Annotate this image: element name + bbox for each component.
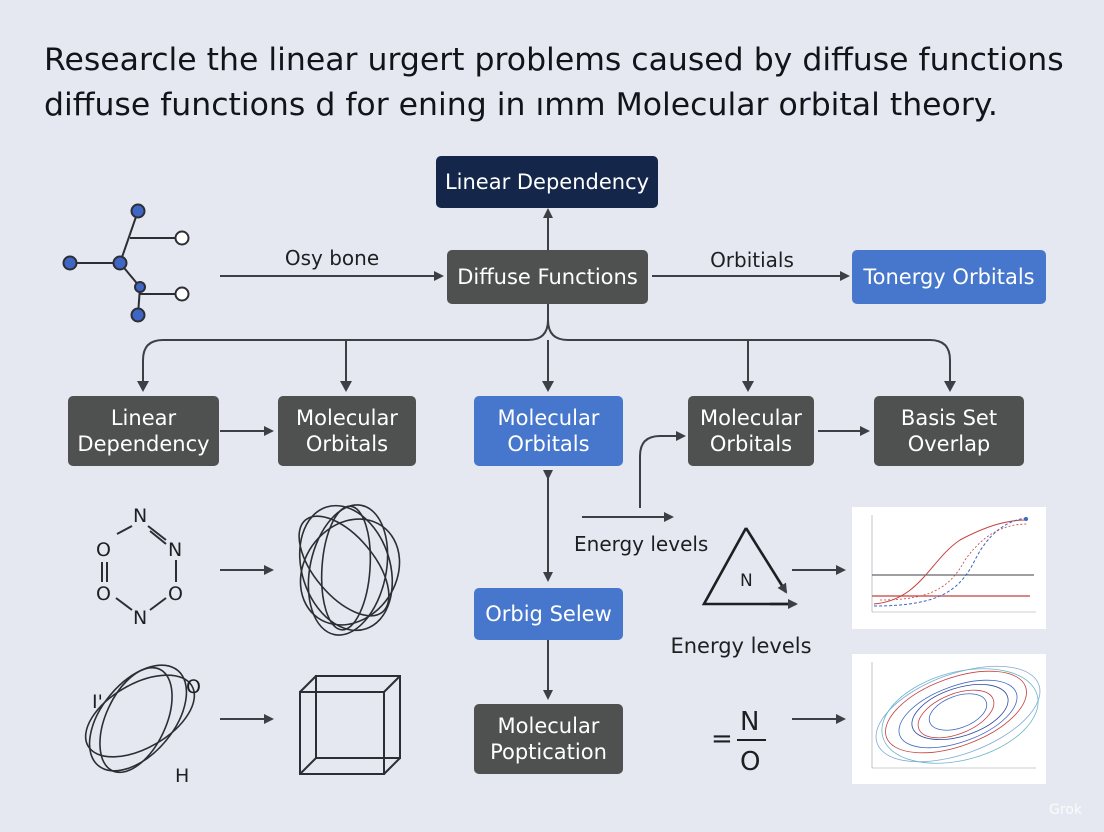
scatter-orbit-thumbnail [852, 654, 1046, 784]
line-chart-thumbnail [852, 507, 1046, 629]
node-molecular-poptication: Molecular Poptication [474, 704, 623, 774]
ellipse-atom-h: H [175, 765, 189, 787]
fraction-denominator: O [740, 747, 760, 777]
arrowhead-branch-5 [944, 381, 956, 392]
arrowhead-branch-2 [340, 381, 352, 392]
node-molecular-orbitals-3: Molecular Orbitals [688, 396, 814, 466]
watermark: Grok [1049, 802, 1082, 818]
hexagon-ring-icon [101, 525, 177, 611]
arrowhead-branch-1 [137, 381, 149, 392]
fraction-equals: = [711, 724, 733, 754]
node-linear-dependency: Linear Dependency [68, 396, 219, 466]
arrowhead-branch-4 [742, 381, 754, 392]
node-linear-dependency-top: Linear Dependency [436, 156, 658, 208]
atomic-ellipses-icon [84, 664, 196, 774]
label-osy-bone: Osy bone [284, 246, 380, 270]
label-orbitials: Orbitials [710, 248, 794, 272]
node-tonergy-orbitals: Tonergy Orbitals [852, 250, 1046, 304]
node-diffuse-functions: Diffuse Functions [447, 250, 648, 304]
node-orbig-selew: Orbig Selew [474, 588, 623, 640]
triangle-n-label: N [740, 571, 753, 591]
title-line-2: diffuse functions d for ening in ımm Mol… [44, 87, 998, 123]
edge-energy-to-molecular [639, 431, 686, 508]
ring-atom-n-bottom: N [133, 607, 147, 629]
label-energy-levels-2: Energy levels [670, 634, 812, 658]
ring-atom-o-lower-left: O [96, 583, 111, 605]
triangle-icon [701, 527, 798, 609]
ellipse-atom-o: O [186, 676, 201, 698]
diagram-title: Researcle the linear urgert problems cau… [44, 38, 1084, 128]
fraction-numerator: N [740, 707, 759, 737]
edge-branch-bus [142, 304, 951, 389]
ring-atom-o-left: O [96, 539, 111, 561]
molecule-graph-icon [62, 203, 190, 323]
ring-atom-n-right: N [168, 539, 182, 561]
ring-atom-n-top: N [133, 505, 147, 527]
ellipse-atom-i: I' [92, 691, 103, 713]
node-molecular-orbitals-1: Molecular Orbitals [278, 396, 416, 466]
cube-icon [299, 675, 401, 775]
ring-atom-o-lower-right: O [168, 583, 183, 605]
label-energy-levels-1: Energy levels [574, 532, 709, 556]
title-line-1: Researcle the linear urgert problems cau… [44, 42, 1064, 78]
orbital-scribble-icon [298, 504, 401, 636]
arrowhead-branch-3 [542, 381, 554, 392]
node-molecular-orbitals-2: Molecular Orbitals [474, 396, 623, 466]
node-basis-set-overlap: Basis Set Overlap [874, 396, 1024, 466]
